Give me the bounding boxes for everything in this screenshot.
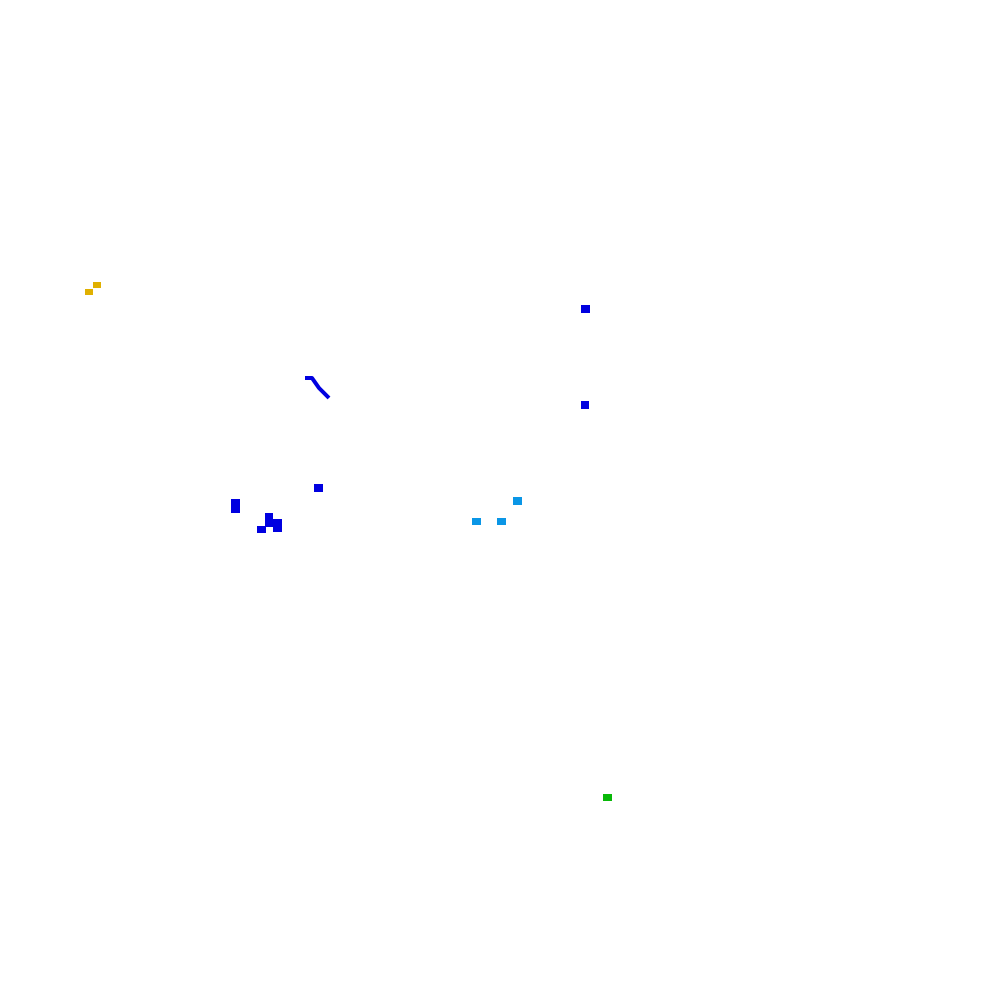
blue-feature-3[interactable] (314, 484, 323, 492)
light-blue-feature-3[interactable] (497, 518, 506, 525)
blue-feature-6[interactable] (273, 519, 282, 532)
light-blue-feature-1[interactable] (513, 497, 522, 505)
light-blue-features (472, 497, 522, 525)
blue-features (231, 305, 590, 533)
yellow-features (85, 282, 101, 295)
yellow-feature-1[interactable] (85, 289, 93, 295)
green-features (603, 794, 612, 801)
blue-line-feature[interactable] (305, 376, 331, 400)
blue-feature-8[interactable] (257, 526, 266, 533)
blue-feature-1[interactable] (581, 305, 590, 313)
light-blue-feature-2[interactable] (472, 518, 481, 525)
green-feature-1[interactable] (603, 794, 612, 801)
blue-feature-2[interactable] (581, 401, 589, 409)
yellow-feature-2[interactable] (93, 282, 101, 288)
blue-feature-5[interactable] (265, 513, 273, 523)
blue-feature-4[interactable] (231, 499, 240, 513)
blue-feature-7[interactable] (265, 521, 274, 527)
